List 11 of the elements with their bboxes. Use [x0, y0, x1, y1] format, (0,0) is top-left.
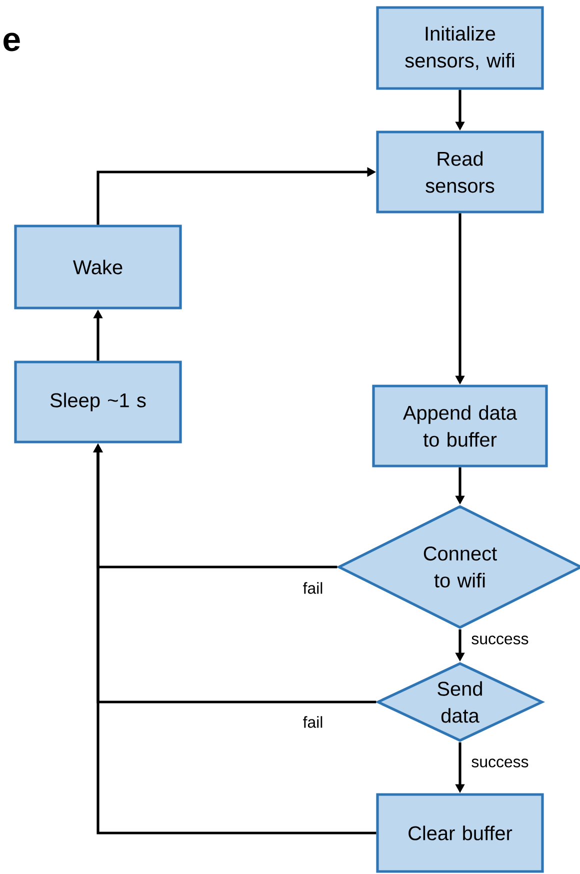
edge-label: success	[472, 636, 528, 644]
edge-label: fail	[303, 582, 322, 594]
process-box: Clear buffer	[376, 793, 544, 873]
process-box: Initialize sensors, wifi	[376, 6, 544, 90]
process-box: Sleep ~1 s	[14, 360, 182, 444]
title-text: e	[4, 32, 20, 52]
process-box: Read sensors	[376, 130, 544, 214]
process-box: Wake	[14, 224, 182, 310]
edge-label: success	[472, 758, 528, 768]
process-box: Append data to buffer	[372, 384, 548, 468]
edge-label: fail	[303, 716, 322, 728]
